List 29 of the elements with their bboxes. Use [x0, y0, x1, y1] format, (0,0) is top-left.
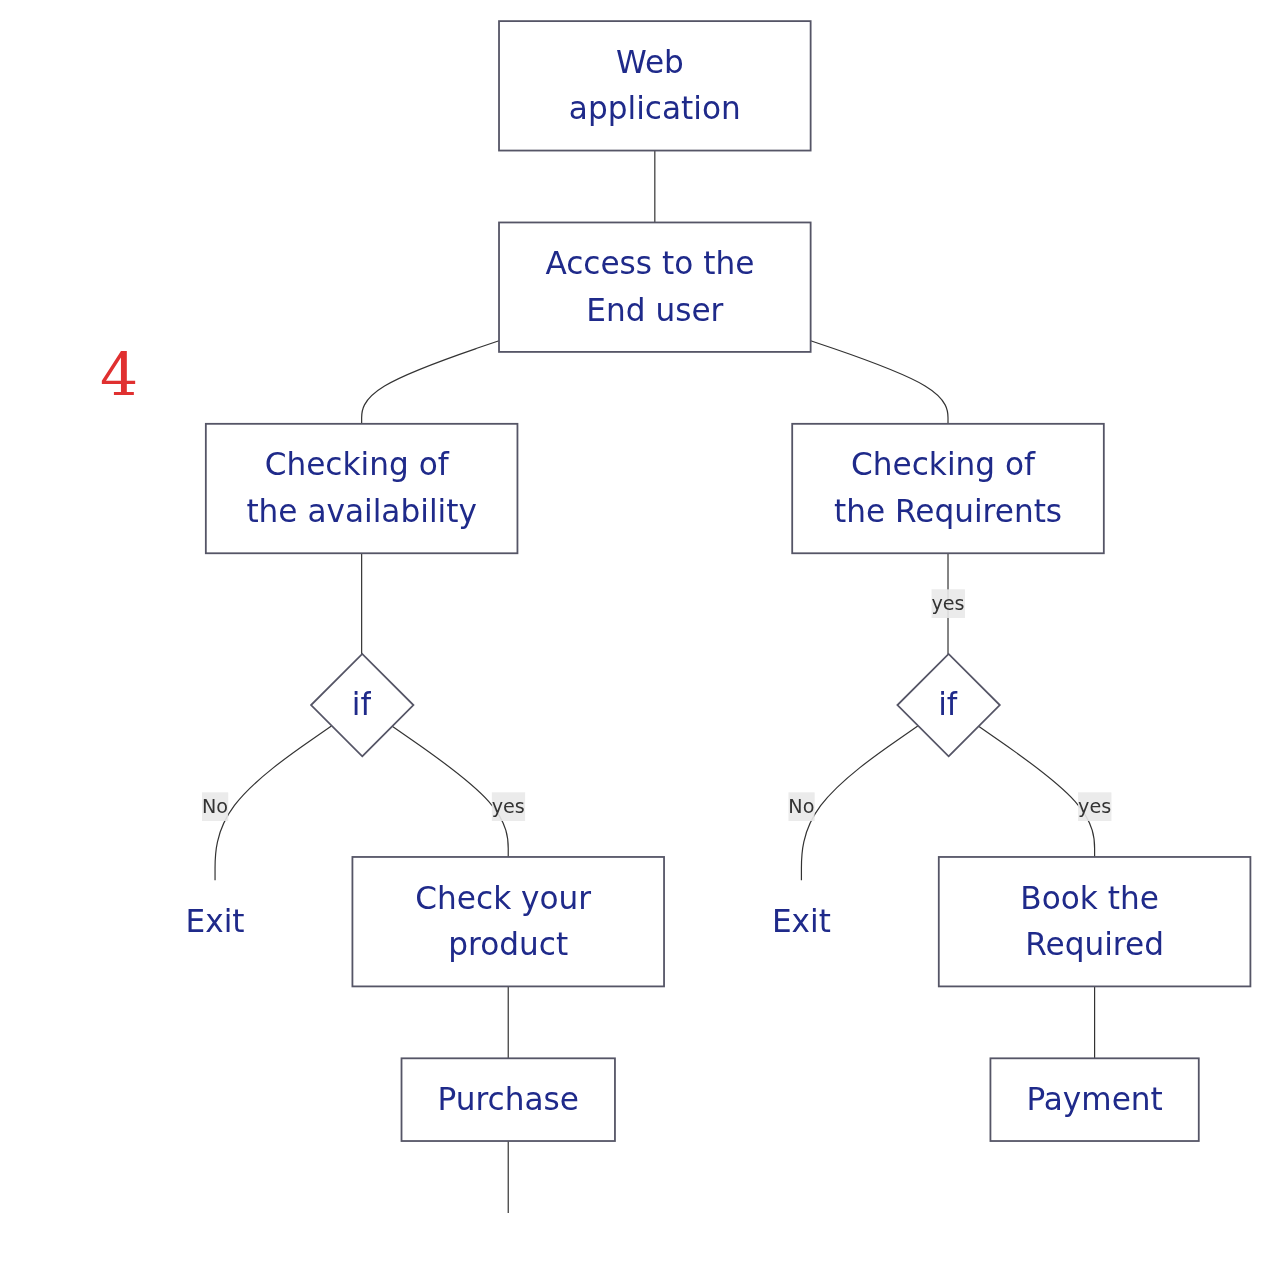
- edge-label: yes: [931, 591, 965, 615]
- connector: [654, 149, 656, 224]
- connector: [977, 725, 1096, 858]
- node-box: Web application: [498, 20, 812, 152]
- node-diamond: if: [309, 652, 415, 758]
- node-box: Check your product: [351, 856, 665, 988]
- node-box: Book the Required: [937, 856, 1252, 988]
- edge-label: No: [202, 794, 229, 818]
- node-text: Exit: [771, 903, 831, 940]
- connector: [800, 725, 919, 881]
- connector: [1094, 985, 1096, 1059]
- node-box: Checking of the availability: [204, 422, 519, 555]
- page-number: 4: [100, 340, 139, 410]
- connector: [361, 552, 363, 655]
- node-box: Checking of the Requirents: [791, 422, 1105, 555]
- connector: [810, 340, 949, 425]
- node-box: Access to the End user: [498, 221, 812, 353]
- node-text: Exit: [185, 903, 245, 940]
- node-diamond: if: [896, 652, 1002, 758]
- connector: [361, 340, 500, 425]
- connector: [507, 1140, 509, 1214]
- edge-label: yes: [491, 794, 525, 818]
- connector: [507, 985, 509, 1059]
- connector: [214, 725, 332, 881]
- connector: [391, 725, 509, 858]
- edge-label: yes: [1078, 794, 1112, 818]
- node-box: Purchase: [400, 1057, 616, 1142]
- edge-label: No: [788, 794, 815, 818]
- node-box: Payment: [989, 1057, 1200, 1142]
